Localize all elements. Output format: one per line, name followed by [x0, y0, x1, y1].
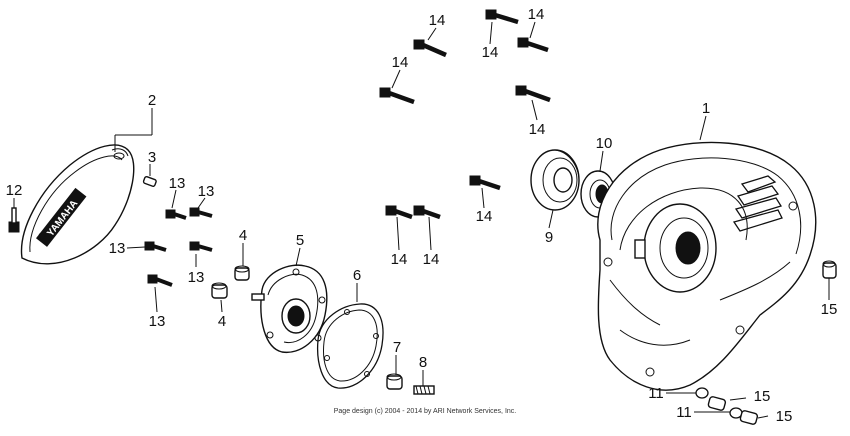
label-4-a: 4 — [239, 227, 247, 244]
dowel-15-a — [707, 396, 727, 411]
label-10: 10 — [596, 135, 613, 152]
ring-11-a — [695, 387, 709, 399]
label-13-a: 13 — [169, 175, 186, 192]
bearing-9 — [530, 149, 580, 211]
bearing-housing-5 — [251, 264, 328, 354]
label-12: 12 — [6, 182, 23, 199]
bolt-14-c — [517, 37, 549, 53]
bolt-12 — [8, 207, 20, 233]
label-9: 9 — [545, 229, 553, 246]
label-13-d: 13 — [188, 269, 205, 286]
bolt-14-h — [413, 205, 441, 220]
label-14-d: 14 — [392, 54, 409, 71]
bolt-14-b — [485, 9, 519, 25]
label-13-c: 13 — [109, 240, 126, 257]
dowel-15-c — [822, 260, 837, 279]
label-14-b: 14 — [482, 44, 499, 61]
label-15-b: 15 — [776, 408, 793, 425]
main-case-1 — [597, 141, 817, 391]
bolt-14-a — [413, 39, 447, 58]
label-3: 3 — [148, 149, 156, 166]
bolt-13-a — [165, 209, 187, 220]
label-13-e: 13 — [149, 313, 166, 330]
dowel-15-b — [739, 410, 759, 425]
bolt-13-d — [189, 241, 213, 252]
leader-lines — [13, 21, 830, 419]
label-11-a: 11 — [648, 385, 664, 402]
label-13-b: 13 — [198, 183, 215, 200]
spring-8 — [413, 385, 435, 395]
left-cover: YAMAHA — [20, 144, 135, 265]
bolt-13-e — [147, 274, 173, 287]
label-7: 7 — [393, 339, 401, 356]
bushing-7 — [386, 373, 403, 390]
label-14-f: 14 — [476, 208, 493, 225]
label-14-e: 14 — [529, 121, 546, 138]
label-11-b: 11 — [676, 404, 692, 421]
label-15-a: 15 — [754, 388, 771, 405]
bolt-14-g — [385, 205, 413, 220]
label-8: 8 — [419, 354, 427, 371]
label-14-h: 14 — [423, 251, 440, 268]
clip-part-3 — [142, 175, 157, 187]
label-14-a: 14 — [429, 12, 446, 29]
bolt-14-f — [469, 175, 501, 191]
label-15-c: 15 — [821, 301, 838, 318]
label-1: 1 — [702, 100, 710, 117]
bolt-14-d — [379, 87, 415, 105]
bolt-13-b — [189, 207, 213, 218]
gasket-6 — [316, 303, 384, 389]
label-2: 2 — [148, 92, 156, 109]
bolt-13-c — [144, 241, 167, 252]
label-4-b: 4 — [218, 313, 226, 330]
bushing-4-b — [211, 282, 228, 299]
label-14-c: 14 — [528, 6, 545, 23]
bolt-14-e — [515, 85, 551, 103]
copyright-footer: Page design (c) 2004 - 2014 by ARI Netwo… — [334, 408, 517, 415]
label-6: 6 — [353, 267, 361, 284]
label-5: 5 — [296, 232, 304, 249]
label-14-g: 14 — [391, 251, 408, 268]
bushing-4-a — [234, 265, 250, 281]
part-labels: 1 2 3 4 4 5 6 7 8 9 10 11 11 12 13 13 13… — [6, 6, 838, 425]
